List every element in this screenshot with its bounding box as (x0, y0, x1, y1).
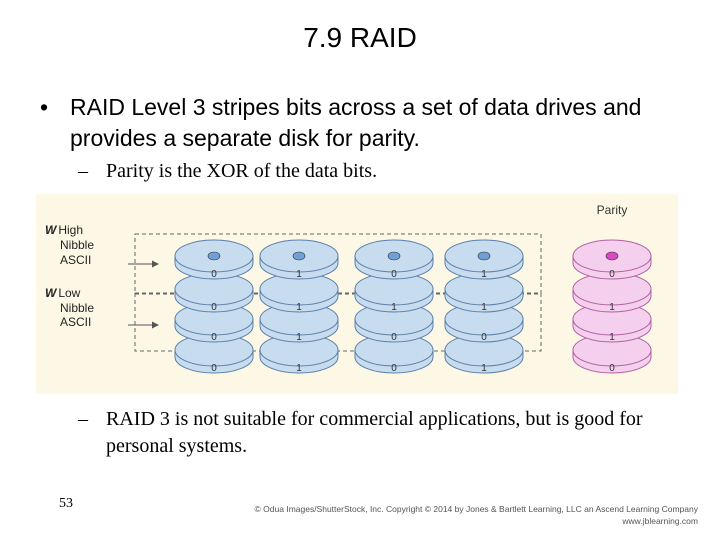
disk-hub (292, 251, 306, 261)
disk-bit-label: 0 (211, 363, 217, 374)
disk-bit-label: 0 (211, 302, 217, 313)
disk-hub (605, 251, 619, 261)
disk-hub (387, 251, 401, 261)
high-nibble-word: Nibble (60, 238, 94, 252)
low-nibble-word: Nibble (60, 301, 94, 315)
disk-bit-label: 0 (609, 363, 615, 374)
sub-bullet-text: RAID 3 is not suitable for commercial ap… (106, 408, 643, 457)
high-w-letter: W (45, 223, 58, 237)
disk-bit-label: 0 (391, 269, 397, 280)
low-word: Low (58, 286, 80, 300)
disk-bit-label: 1 (609, 302, 615, 313)
sub-bullet-dash: – (78, 408, 88, 430)
disk-hub (207, 251, 221, 261)
disk-bit-label: 1 (391, 302, 397, 313)
sub-bullet-dash: – (78, 160, 88, 182)
disk-bit-label: 0 (391, 332, 397, 343)
low-ascii-word: ASCII (60, 315, 91, 329)
parity-label: Parity (597, 203, 628, 217)
parity-disk-stack: 0 1 1 0 (572, 239, 652, 374)
disk-bit-label: 1 (296, 363, 302, 374)
disk-hub (477, 251, 491, 261)
disk-bit-label: 0 (211, 332, 217, 343)
disk-bit-label: 0 (211, 269, 217, 280)
high-ascii-word: ASCII (60, 253, 91, 267)
data-disk-stack-3: 0 1 0 0 (354, 239, 434, 374)
disk-bit-label: 1 (296, 302, 302, 313)
data-disk-stack-2: 1 1 1 1 (259, 239, 339, 374)
data-disk-stack-1: 0 0 0 0 (174, 239, 254, 374)
bullet-text: RAID Level 3 stripes bits across a set o… (70, 94, 642, 151)
disk-stacks: 0 0 0 0 1 1 1 1 0 1 0 0 1 1 0 1 0 1 1 0 (174, 239, 652, 374)
copyright-line: © Odua Images/ShutterStock, Inc. Copyrig… (254, 504, 698, 514)
disk-bit-label: 1 (481, 269, 487, 280)
sub-bullet-text: Parity is the XOR of the data bits. (106, 160, 378, 182)
disk-bit-label: 0 (391, 363, 397, 374)
high-word: High (58, 223, 83, 237)
disk-bit-label: 1 (609, 332, 615, 343)
slide-number: 53 (59, 496, 73, 511)
low-w-letter: W (45, 286, 58, 300)
disk-bit-label: 1 (296, 269, 302, 280)
disk-bit-label: 1 (296, 332, 302, 343)
copyright-url: www.jblearning.com (622, 516, 698, 526)
data-disk-stack-4: 1 1 0 1 (444, 239, 524, 374)
bullet-symbol: • (40, 94, 49, 120)
disk-bit-label: 1 (481, 302, 487, 313)
slide-title: 7.9 RAID (303, 22, 417, 53)
disk-bit-label: 0 (481, 332, 487, 343)
disk-bit-label: 0 (609, 269, 615, 280)
copyright-notice: © Odua Images/ShutterStock, Inc. Copyrig… (255, 503, 698, 527)
disk-bit-label: 1 (481, 363, 487, 374)
